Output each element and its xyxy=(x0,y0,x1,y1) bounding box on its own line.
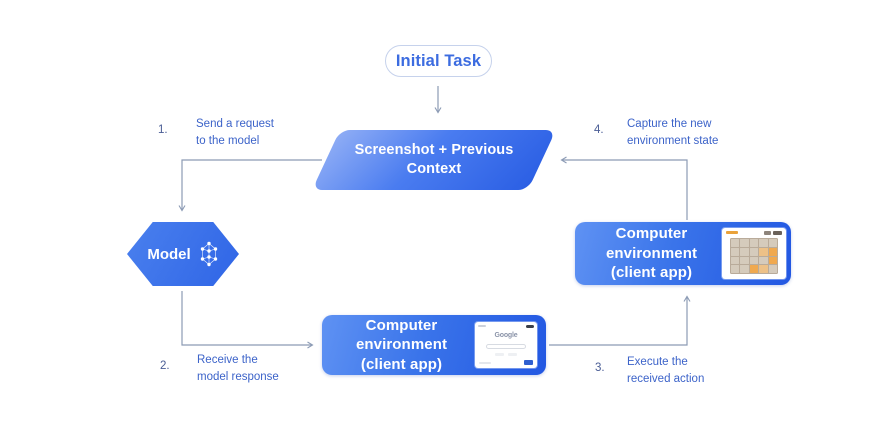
app-title-mock xyxy=(726,231,738,234)
initial-task-pill: Initial Task xyxy=(385,45,492,77)
step-2-label: Receive the model response xyxy=(197,354,279,383)
lucky-button-mock xyxy=(508,352,517,356)
step-3-number: 3. xyxy=(595,362,605,374)
search-button-mock xyxy=(495,352,504,356)
neural-network-icon xyxy=(200,241,217,267)
client-env-right-label: Computer environment (client app) xyxy=(605,225,698,282)
arrow-model-to-env xyxy=(181,291,314,349)
arrow-context-to-model xyxy=(178,159,322,212)
model-label: Model xyxy=(147,245,191,263)
client-env-bottom-node: Computer environment (client app) Google xyxy=(322,315,546,375)
step-4-label: Capture the new environment state xyxy=(627,118,719,147)
thumb-profile-pill xyxy=(526,324,534,328)
step-1-label: Send a request to the model xyxy=(196,118,275,147)
step-4-number: 4. xyxy=(594,124,604,136)
search-bar-mock xyxy=(486,344,526,349)
app-button-mock xyxy=(773,230,782,235)
signin-button-mock xyxy=(524,360,533,365)
step-2-number: 2. xyxy=(160,360,170,372)
client-env-bottom-label: Computer environment (client app) xyxy=(355,316,448,373)
screenshot-context-node: Screenshot + Previous Context xyxy=(312,130,556,190)
grid-app-thumbnail xyxy=(722,228,786,279)
app-button-mock xyxy=(764,230,771,235)
arrow-env-to-context xyxy=(560,156,688,220)
thumb-toolbar-line xyxy=(478,325,486,327)
model-node: Model xyxy=(127,222,239,286)
footer-line-mock xyxy=(479,362,491,364)
game-grid-mock xyxy=(730,238,778,274)
step-1-number: 1. xyxy=(158,124,168,136)
screenshot-context-label: Screenshot + Previous Context xyxy=(354,142,514,177)
client-env-right-node: Computer environment (client app) xyxy=(575,222,791,285)
google-search-thumbnail: Google xyxy=(475,322,537,368)
initial-task-label: Initial Task xyxy=(395,51,482,70)
step-3-label: Execute the received action xyxy=(627,356,705,385)
arrow-env-to-env xyxy=(549,295,691,346)
google-logo-text: Google xyxy=(494,332,518,339)
